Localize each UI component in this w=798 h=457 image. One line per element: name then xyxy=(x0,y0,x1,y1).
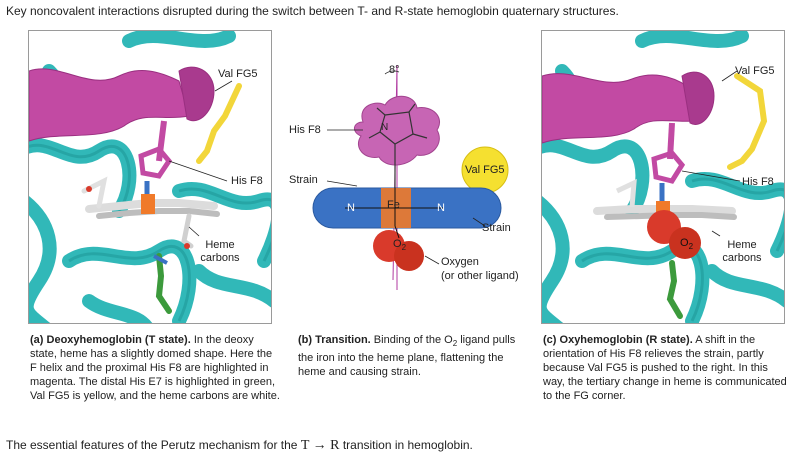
bottom-caption-pre: The essential features of the Perutz mec… xyxy=(6,438,298,452)
oxygen-sphere-2 xyxy=(669,227,701,259)
label-val-fg5-c: Val FG5 xyxy=(735,65,775,77)
caption-b-body-1: Binding of the O xyxy=(373,334,453,346)
caption-b-title: Transition. xyxy=(315,334,371,346)
label-o2-c: O2 xyxy=(680,237,693,251)
caption-c-prefix: (c) xyxy=(543,334,557,346)
label-his-f8-c: His F8 xyxy=(742,176,774,188)
f-helix xyxy=(29,66,215,142)
label-his-f8-b: His F8 xyxy=(289,124,321,136)
label-o2-c-sub: 2 xyxy=(688,242,694,252)
label-o2-letter: O xyxy=(393,238,402,250)
caption-b-body-2: ligand pulls the iron into the heme plan… xyxy=(298,334,516,379)
panel-c-oxyhemoglobin: Val FG5 His F8 O2 Heme carbons xyxy=(541,30,785,324)
f-helix-c xyxy=(542,71,715,144)
his-e7-residue xyxy=(155,253,172,314)
label-val-fg5-b: Val FG5 xyxy=(465,164,505,176)
panel-a-structure xyxy=(29,31,271,323)
panel-b-transition-schematic: N 8° His F8 Strain Val FG5 N Fe N Strain… xyxy=(285,60,535,320)
bottom-caption: The essential features of the Perutz mec… xyxy=(6,438,473,454)
bottom-caption-post: transition in hemoglobin. xyxy=(342,438,473,452)
his-f8-residue-c xyxy=(651,150,686,184)
label-o2-c-letter: O xyxy=(680,237,689,249)
top-caption: Key noncovalent interactions disrupted d… xyxy=(6,4,619,18)
label-heme-c: Heme xyxy=(727,239,757,251)
label-fe: Fe xyxy=(387,199,400,211)
caption-a-title: Deoxyhemoglobin (T state). xyxy=(46,334,191,346)
caption-b-sub: 2 xyxy=(452,339,458,349)
caption-a-body: In the deoxy state, heme has a slightly … xyxy=(30,334,280,402)
val-fg5-residue xyxy=(196,83,242,164)
label-strain-right: Strain xyxy=(482,222,511,234)
his-f8-residue xyxy=(138,146,173,179)
label-other-ligand: (or other ligand) xyxy=(441,270,519,282)
label-n-right: N xyxy=(437,202,445,214)
caption-c: (c) Oxyhemoglobin (R state). A shift in … xyxy=(543,333,788,403)
label-carbons-c: carbons xyxy=(722,252,762,264)
label-o2-b: O2 xyxy=(393,238,406,252)
label-angle: 8° xyxy=(389,64,400,76)
panel-c-structure xyxy=(542,31,784,323)
bottom-caption-math: T → R xyxy=(300,438,340,453)
transition-diagram: N xyxy=(312,64,509,290)
caption-c-title: Oxyhemoglobin (R state). xyxy=(559,334,693,346)
his-e7-residue-c xyxy=(666,260,683,319)
label-strain-left: Strain xyxy=(289,174,318,186)
heme-group xyxy=(81,176,220,249)
label-his-f8: His F8 xyxy=(231,175,263,187)
label-heme-carbons: Heme carbons xyxy=(199,239,241,265)
caption-a-prefix: (a) xyxy=(30,334,44,346)
label-carbons: carbons xyxy=(200,252,240,264)
label-n-left: N xyxy=(347,202,355,214)
val-fg5-residue-c xyxy=(727,73,768,170)
svg-text:N: N xyxy=(381,122,388,133)
label-oxygen: Oxygen xyxy=(441,256,479,268)
caption-c-body: A shift in the orientation of His F8 rel… xyxy=(543,334,787,402)
label-o2-sub: 2 xyxy=(401,243,407,253)
panel-a-deoxyhemoglobin: Val FG5 His F8 Heme carbons xyxy=(28,30,272,324)
caption-b-prefix: (b) xyxy=(298,334,313,346)
caption-b: (b) Transition. Binding of the O2 ligand… xyxy=(298,333,528,379)
label-heme: Heme xyxy=(205,239,235,251)
label-val-fg5: Val FG5 xyxy=(218,68,258,80)
his-f8-blob: N xyxy=(354,95,440,180)
label-heme-carbons-c: Heme carbons xyxy=(718,239,766,265)
caption-a: (a) Deoxyhemoglobin (T state). In the de… xyxy=(30,333,280,403)
